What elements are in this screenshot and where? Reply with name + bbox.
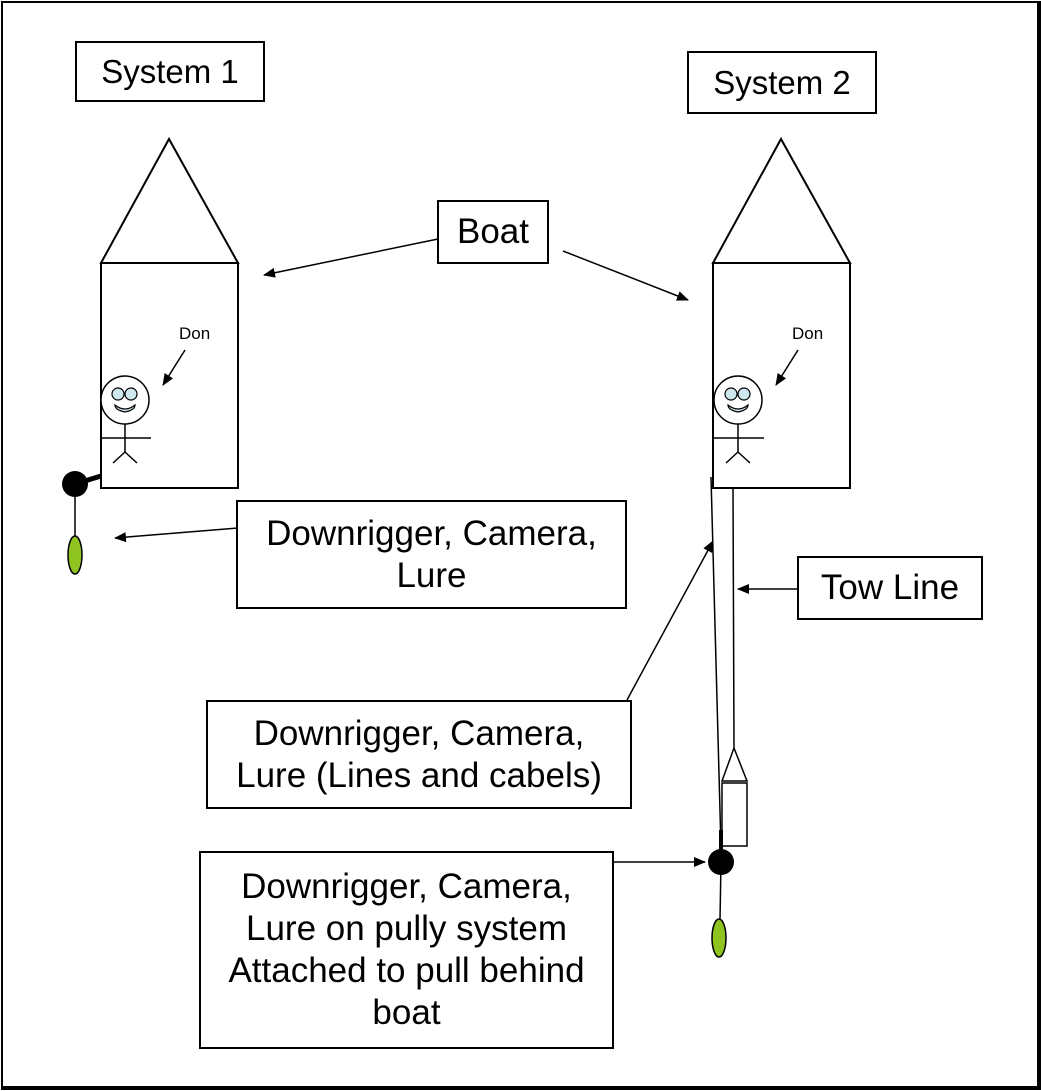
boat-arrow-right xyxy=(562,250,689,301)
system2-pulley-label-box: Downrigger, Camera, Lure on pully system… xyxy=(199,851,614,1049)
system2-title: System 2 xyxy=(713,63,851,101)
boat-arrow-left xyxy=(263,238,439,278)
diagram-stroke xyxy=(725,451,739,464)
system2-pulley-sled xyxy=(720,745,749,847)
sled-nose xyxy=(720,745,749,782)
person-mouth xyxy=(727,403,749,413)
system1-downrigger xyxy=(62,471,102,575)
system1-gear-arrow xyxy=(114,527,239,543)
person-eye-right xyxy=(737,387,751,401)
system1-person-label: Don xyxy=(179,324,211,343)
system2-cable-line xyxy=(710,476,722,849)
system1-boat xyxy=(99,136,240,489)
system2-don-arrow xyxy=(775,349,799,386)
boat-label-box: Boat xyxy=(437,200,549,264)
system1-person-icon xyxy=(100,375,151,464)
system1-title: System 1 xyxy=(101,52,239,90)
diagram-stroke xyxy=(124,451,138,464)
system2-title-box: System 2 xyxy=(687,51,877,114)
system2-lines-label-box: Downrigger, Camera, Lure (Lines and cabe… xyxy=(206,700,632,809)
system2-downrigger xyxy=(708,830,734,958)
boat-label: Boat xyxy=(457,212,529,251)
system1-gear-label-box: Downrigger, Camera, Lure xyxy=(236,500,627,609)
tow-line-label-box: Tow Line xyxy=(797,556,983,620)
system2-tow-line xyxy=(732,487,735,749)
person-eye-left xyxy=(111,387,125,401)
diagram-stroke xyxy=(737,451,751,464)
person-head xyxy=(100,375,150,425)
person-head xyxy=(713,375,763,425)
system2-boat xyxy=(711,136,852,489)
system2-lines-label: Downrigger, Camera, Lure (Lines and cabe… xyxy=(236,713,602,795)
system2-person-icon xyxy=(713,375,764,464)
diagram-stroke xyxy=(112,451,126,464)
system2-person-label: Don xyxy=(792,324,824,343)
person-eye-right xyxy=(124,387,138,401)
system2-boat-bow xyxy=(711,136,852,264)
system1-gear-label: Downrigger, Camera, Lure xyxy=(266,513,597,595)
lure-icon xyxy=(711,918,727,958)
tow-line-label: Tow Line xyxy=(820,568,960,607)
system2-pulley-label: Downrigger, Camera, Lure on pully system… xyxy=(228,867,585,1032)
person-eye-left xyxy=(724,387,738,401)
system2-lines-arrow xyxy=(626,540,714,701)
system1-title-box: System 1 xyxy=(75,41,265,102)
lure-icon xyxy=(67,535,83,575)
system1-boat-bow xyxy=(99,136,240,264)
sled-body xyxy=(721,782,748,847)
person-mouth xyxy=(114,403,136,413)
system1-don-arrow xyxy=(162,349,186,386)
downrigger-line xyxy=(719,861,722,921)
